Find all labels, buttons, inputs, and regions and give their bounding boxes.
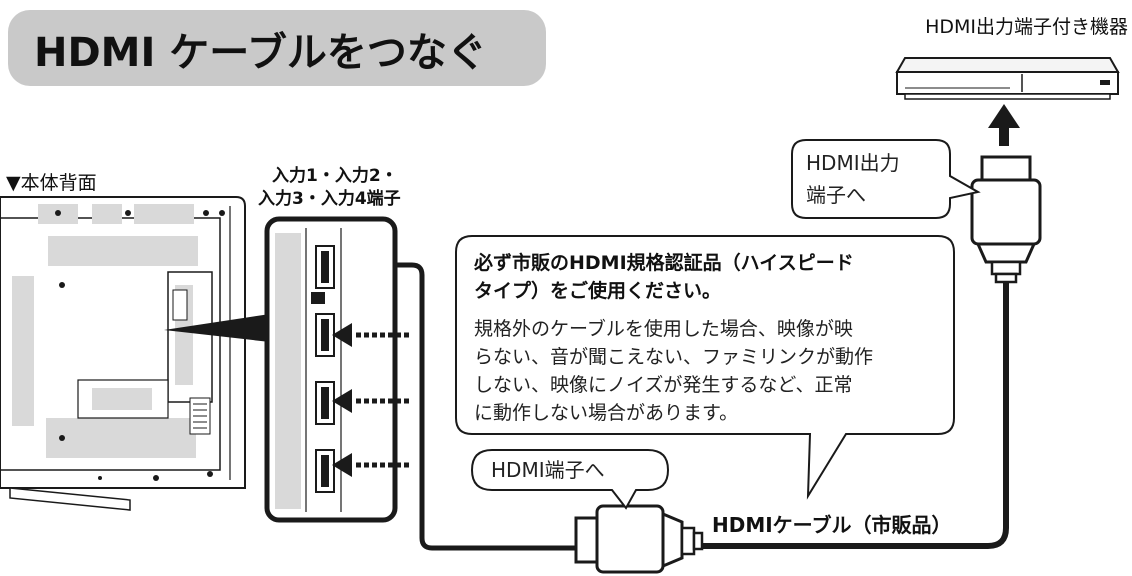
hdmi-plug-device-side xyxy=(970,155,1042,284)
tv-stand xyxy=(9,487,131,511)
hdmi-port-4 xyxy=(315,449,335,493)
arrow-input-2-icon xyxy=(332,323,412,347)
hdmi-port-3 xyxy=(315,381,335,425)
cable-label: HDMIケーブル（市販品） xyxy=(712,513,951,537)
notice-body-line1: 規格外のケーブルを使用した場合、映像が映 xyxy=(474,317,853,340)
notice-bold-line2: タイプ）をご使用ください。 xyxy=(474,279,721,302)
bubble-input-terminal: HDMI端子へ xyxy=(470,449,670,510)
zoom-pointer-icon xyxy=(164,314,270,342)
device-body xyxy=(896,71,1119,95)
up-arrow-icon xyxy=(988,104,1020,146)
hdmi-port-1 xyxy=(315,245,335,289)
hdmi-port-2 xyxy=(315,313,335,357)
input-label-line1: 入力1・入力2・ xyxy=(272,165,398,186)
bubble-output-line1: HDMI出力 xyxy=(806,151,900,175)
page-title: HDMI ケーブルをつなぐ xyxy=(34,30,487,76)
notice-bold-line1: 必ず市販のHDMI規格認証品（ハイスピード xyxy=(473,251,854,274)
hdmi-cable-right xyxy=(700,282,1009,549)
tv-back-view: ▼本体背面 xyxy=(0,172,270,511)
notice-body-line3: しない、映像にノイズが発生するなど、正常 xyxy=(474,374,852,396)
device-top xyxy=(895,57,1120,73)
tv-back-label: ▼本体背面 xyxy=(6,172,97,194)
device-label: HDMI出力端子付き機器 xyxy=(925,16,1128,38)
title-banner: HDMI ケーブルをつなぐ xyxy=(8,10,546,86)
notice-body-line4: に動作しない場合があります。 xyxy=(474,402,738,424)
arrow-input-4-icon xyxy=(332,453,412,477)
notice-callout: 必ず市販のHDMI規格認証品（ハイスピード タイプ）をご使用ください。 規格外の… xyxy=(455,235,955,500)
hdmi-cable-left xyxy=(342,262,576,551)
input-label-line2: 入力3・入力4端子 xyxy=(258,188,401,209)
bubble-output-terminal: HDMI出力 端子へ xyxy=(791,139,981,219)
bubble-input-text: HDMI端子へ xyxy=(491,458,605,482)
output-device: HDMI出力端子付き機器 xyxy=(895,16,1128,100)
title-background xyxy=(8,10,546,86)
notice-body-line2: らない、音が聞こえない、ファミリンクが動作 xyxy=(474,346,873,368)
hdmi-plug-tv-side xyxy=(574,504,704,574)
hdmi-input-panel xyxy=(264,216,398,523)
arrow-input-3-icon xyxy=(332,389,412,413)
bubble-output-line2: 端子へ xyxy=(806,183,866,207)
tv-outline xyxy=(0,196,246,489)
